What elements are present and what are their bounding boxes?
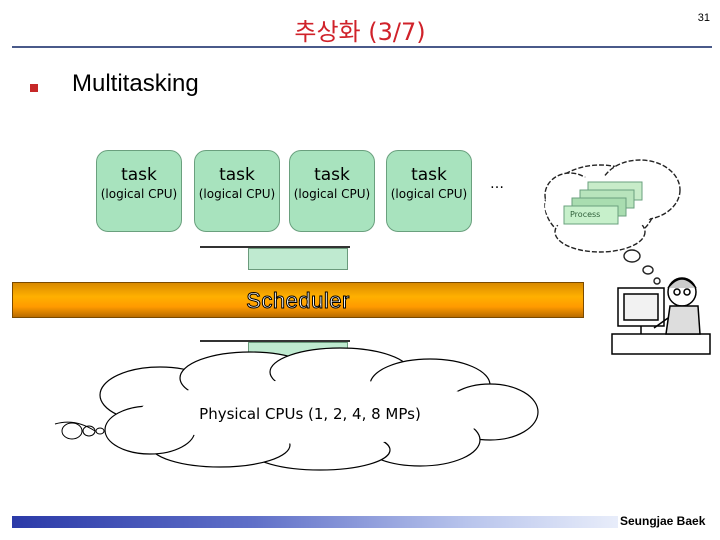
task-box: task (logical CPU) — [289, 150, 375, 232]
ellipsis: … — [490, 176, 504, 192]
title-divider — [12, 46, 712, 48]
bullet-square-icon — [30, 84, 38, 92]
arrow-up-block — [248, 248, 348, 270]
task-sublabel: (logical CPU) — [390, 187, 468, 201]
footer-gradient-bar — [12, 516, 618, 528]
task-sublabel: (logical CPU) — [100, 187, 178, 201]
task-label: task — [219, 165, 255, 185]
scheduler-label: Scheduler — [246, 288, 350, 314]
process-label: Process — [570, 210, 601, 219]
task-label: task — [314, 165, 350, 185]
task-box: task (logical CPU) — [194, 150, 280, 232]
arrow-shelf-bottom — [200, 340, 350, 342]
task-sublabel: (logical CPU) — [293, 187, 371, 201]
scheduler-bar — [12, 282, 584, 318]
task-sublabel: (logical CPU) — [198, 187, 276, 201]
process-stack — [563, 181, 643, 225]
task-box: task (logical CPU) — [96, 150, 182, 232]
task-label: task — [411, 165, 447, 185]
page-number: 31 — [697, 12, 710, 24]
footer-author: Seungjae Baek — [620, 514, 706, 528]
bullet-text: Multitasking — [72, 70, 199, 97]
task-label: task — [121, 165, 157, 185]
slide-title: 추상화 (3/7) — [294, 18, 426, 46]
physical-cpus-label: Physical CPUs (1, 2, 4, 8 MPs) — [199, 405, 421, 423]
arrow-shelf-top — [200, 246, 350, 248]
task-box: task (logical CPU) — [386, 150, 472, 232]
